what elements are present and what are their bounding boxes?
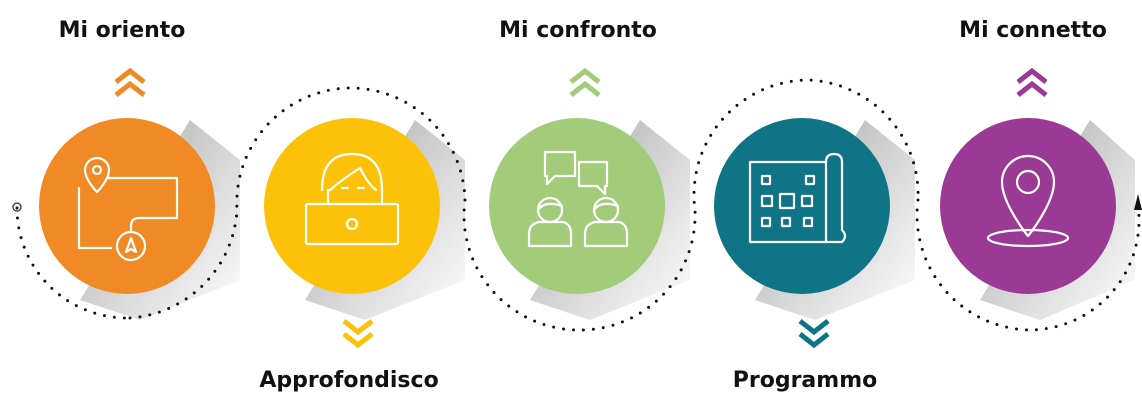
connector-arc-2 bbox=[128, 86, 467, 320]
step-circle bbox=[489, 118, 665, 294]
map-route-icon bbox=[77, 156, 179, 262]
planner-grid-icon bbox=[748, 152, 847, 244]
connector-end-arrow-icon bbox=[1134, 194, 1142, 210]
step-circle bbox=[940, 118, 1116, 294]
chevron-down-icon bbox=[798, 319, 830, 348]
people-chat-icon bbox=[527, 150, 629, 248]
step-label: Mi oriento bbox=[58, 18, 186, 43]
connector-arc-3 bbox=[462, 78, 920, 332]
step-label: Programmo bbox=[732, 368, 878, 393]
step-circle bbox=[39, 118, 215, 294]
step-label: Mi confronto bbox=[499, 18, 657, 43]
chevron-up-icon bbox=[1016, 68, 1048, 97]
step-circle bbox=[264, 118, 440, 294]
location-pin-icon bbox=[986, 154, 1070, 248]
connector-arc-1 bbox=[15, 206, 129, 320]
connector-start-ring bbox=[12, 202, 22, 212]
chevron-down-icon bbox=[342, 319, 374, 348]
step-label: Approfondisco bbox=[259, 368, 439, 393]
chevron-up-icon bbox=[114, 68, 146, 97]
chevron-up-icon bbox=[569, 68, 601, 97]
step-label: Mi connetto bbox=[959, 18, 1107, 43]
person-laptop-icon bbox=[304, 152, 400, 246]
